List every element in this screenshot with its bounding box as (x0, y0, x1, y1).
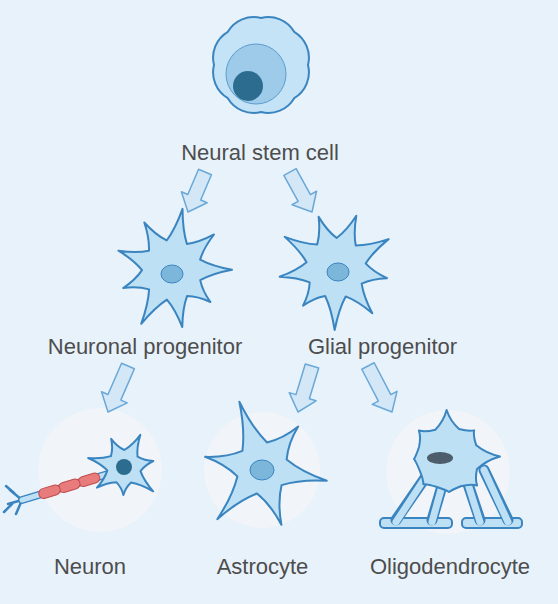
glial-progenitor-illustration (280, 216, 389, 330)
cell-label: Glial progenitor (280, 334, 485, 360)
cell-nucleus (226, 44, 286, 104)
cell-label: Oligodendrocyte (360, 554, 540, 580)
cell-stage: Astrocyte (185, 415, 340, 580)
stem-cell-illustration (213, 17, 309, 113)
neuron-illustration (4, 435, 153, 514)
axon-terminal (4, 504, 12, 512)
background-halo (386, 410, 510, 534)
cell-nucleus (116, 459, 132, 475)
nucleolus (233, 71, 263, 101)
cell-stage: Oligodendrocyte (360, 415, 540, 580)
cell-body (118, 209, 232, 327)
cell-process (484, 470, 508, 522)
flow-arrow (284, 169, 317, 212)
cell-process (396, 478, 425, 522)
cell-membrane (213, 17, 309, 113)
cell-nucleus (327, 263, 349, 281)
cell-label: Astrocyte (185, 554, 340, 580)
cell-nucleus (161, 265, 183, 283)
cell-body (88, 435, 153, 495)
myelin-segment (38, 484, 62, 500)
astrocyte-illustration (205, 402, 327, 525)
cell-nucleus (250, 460, 274, 480)
cell-stage: Neuron (10, 415, 170, 580)
cell-label: Neuronal progenitor (10, 334, 280, 360)
myelin-segment (57, 478, 81, 494)
cell-stage: Glial progenitor (280, 215, 485, 360)
cell-body (205, 402, 327, 525)
cell-body (280, 216, 389, 330)
flow-arrow (181, 169, 211, 212)
cell-label: Neuron (10, 554, 170, 580)
axon-terminal (6, 486, 14, 493)
cell-process (432, 486, 442, 522)
myelin-segment (77, 472, 101, 488)
oligodendrocyte-illustration (380, 410, 522, 528)
neuronal-progenitor-illustration (118, 209, 232, 327)
cell-stage: Neural stem cell (150, 12, 370, 166)
cell-body (414, 410, 500, 492)
flow-arrow (102, 363, 135, 412)
background-halo (38, 408, 162, 532)
cell-stage: Neuronal progenitor (10, 215, 280, 360)
cell-nucleus (427, 452, 453, 464)
flow-arrow (289, 364, 318, 412)
cell-label: Neural stem cell (150, 140, 370, 166)
cell-process (468, 484, 480, 522)
flow-arrow (362, 363, 397, 412)
